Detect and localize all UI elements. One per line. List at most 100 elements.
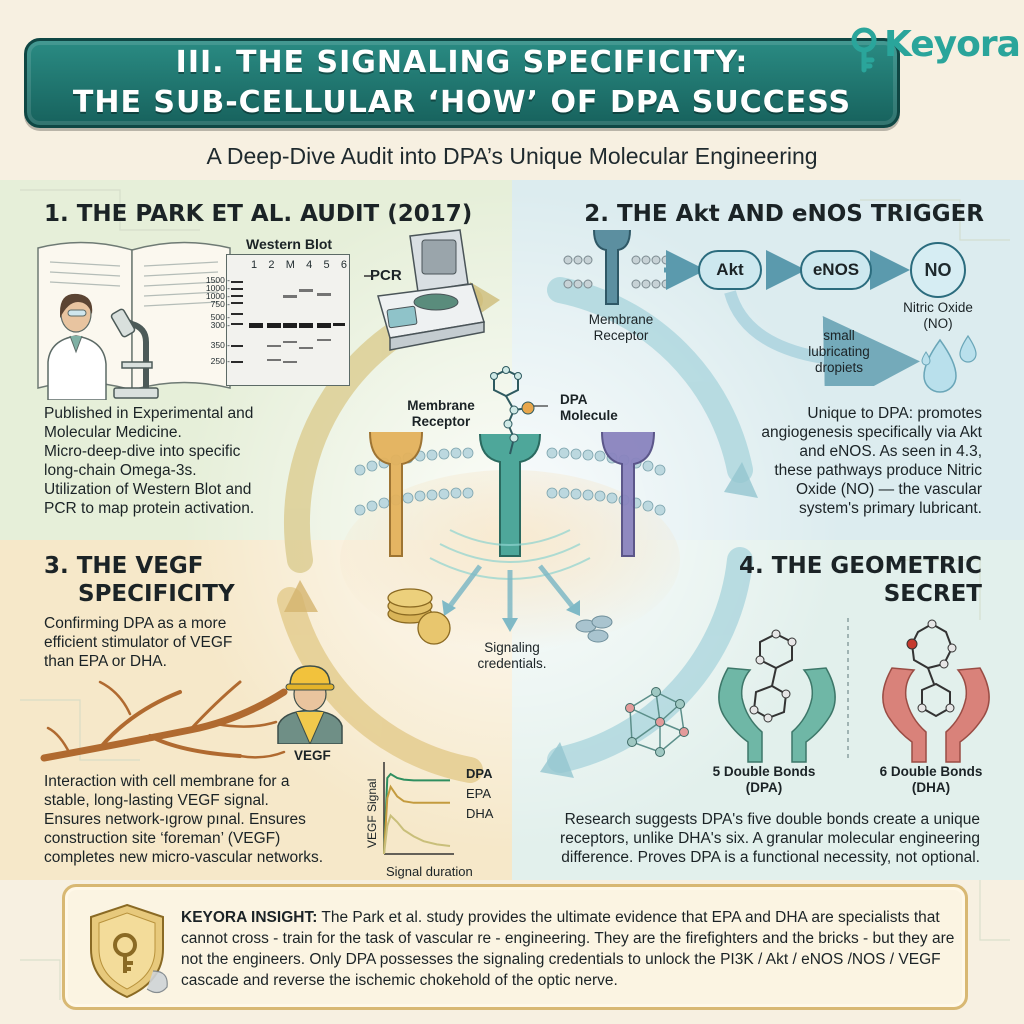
no-label-line: Nitric Oxide (903, 300, 973, 315)
section3-line: completes new micro-vascular networks. (44, 849, 324, 866)
section4-title: 4. THE GEOMETRIC SECRET (700, 552, 982, 608)
section1-line: long-chain Omega-3s. (44, 462, 197, 479)
pcr-label: PCR (370, 267, 402, 284)
ladder-label: 250 - (210, 356, 230, 366)
ladder-label: 1500 - (205, 275, 230, 285)
center-receptor-label: Membrane Receptor (386, 398, 496, 430)
section3-line: stable, long-lasting VEGF signal. (44, 792, 269, 809)
title-line-1: III. THE SIGNALING SPECIFICITY: (175, 45, 749, 80)
section4-line: receptors, unlike DHA's six. A granular … (560, 830, 980, 847)
enos-node: eNOS (800, 250, 872, 290)
brand-logo: Keyora (838, 18, 1021, 78)
section2-line: Unique to DPA: promotes (807, 405, 982, 422)
section2-line: Oxide (NO) — the vascular (795, 481, 982, 498)
ladder-label: 750 - (210, 299, 230, 309)
section1-line: Utilization of Western Blot and (44, 481, 252, 498)
insight-text: KEYORA INSIGHT: The Park et al. study pr… (181, 907, 961, 991)
receptor-label-line: Membrane (588, 312, 654, 327)
center-receptor-line: Receptor (411, 414, 471, 429)
section3-line: Interaction with cell membrane for a (44, 773, 290, 790)
section1-line: PCR to map protein activation. (44, 500, 255, 517)
section3-intro-line: efficient stimulator of VEGF (44, 634, 233, 651)
section4-body: Research suggests DPA's five double bond… (530, 810, 980, 867)
section4-line: difference. Proves DPA is a functional n… (561, 849, 980, 866)
dpa-bonds-line: 5 Double Bonds (712, 764, 816, 779)
section4-title-line: SECRET (883, 581, 982, 607)
insight-heading: KEYORA INSIGHT: (181, 909, 318, 926)
section1-title: 1. THE PARK ET AL. AUDIT (2017) (44, 201, 473, 227)
section3-title-line: SPECIFICITY (78, 581, 235, 607)
y-axis-label: VEGF Signal (365, 779, 379, 848)
section3-intro-line: Confirming DPA as a more (44, 615, 227, 632)
blood-vessel-network (40, 680, 288, 762)
no-label: Nitric Oxide (NO) (888, 300, 988, 332)
page-subtitle: A Deep-Dive Audit into DPA’s Unique Mole… (206, 143, 818, 169)
section2-line: these pathways produce Nitric (774, 462, 982, 479)
section1-line: Published in Experimental and (44, 405, 254, 422)
title-banner: III. THE SIGNALING SPECIFICITY: THE SUB-… (24, 38, 900, 128)
signal-arrows (664, 250, 920, 386)
legend-label-epa: EPA (466, 786, 491, 801)
keyora-insight-box: KEYORA INSIGHT: The Park et al. study pr… (62, 884, 968, 1010)
section2-line: and eNOS. As seen in 4.3, (799, 443, 982, 460)
section4-line: Research suggests DPA's five double bond… (564, 811, 980, 828)
molecular-geometry-illustration (625, 618, 990, 763)
shield-icon (90, 903, 168, 999)
signaling-credentials-label: Signaling credentials. (462, 640, 562, 672)
dpa-molecule-line: Molecule (560, 408, 618, 423)
series-line-dpa (383, 772, 450, 855)
droplets-line: dropiets (814, 360, 864, 375)
section2-title: 2. THE Akt AND eNOS TRIGGER (584, 201, 984, 227)
ladder-label: 300 - (210, 320, 230, 330)
dha-bonds-line: 6 Double Bonds (879, 764, 983, 779)
section1-body: Published in Experimental and Molecular … (44, 404, 284, 518)
series-line-dha (383, 813, 451, 855)
ladder-label: 500 - (210, 312, 230, 322)
no-node: NO (910, 242, 966, 298)
section2-line: system's primary lubricant. (799, 500, 982, 517)
lane-1-label: 1 (251, 259, 258, 271)
receptor-label-line: Receptor (593, 328, 649, 343)
lane-m-label: M (285, 259, 295, 271)
section3-title: 3. THE VEGF SPECIFICITY (44, 552, 235, 608)
droplets-line: small (823, 328, 855, 343)
title-line-2: THE SUB-CELLULAR ‘HOW’ OF DPA SUCCESS (72, 85, 852, 120)
dpa-bonds-label: 5 Double Bonds (DPA) (704, 764, 824, 796)
dpa-molecule-line: DPA (560, 392, 588, 407)
section3-line: construction site ‘foreman’ (VEGF) (44, 830, 281, 847)
x-axis-label: Signal duration (386, 864, 473, 879)
lane-5-label: 5 (323, 259, 330, 271)
section3-title-line: 3. THE VEGF (44, 553, 204, 579)
legend-label-dha: DHA (466, 806, 494, 821)
dpa-molecule-label: DPA Molecule (560, 392, 618, 424)
section2-line: angiogenesis specifically via Akt (761, 424, 982, 441)
section1-line: Micro-deep-dive into specific (44, 443, 241, 460)
dpa-molecule-icon (490, 366, 548, 455)
section1-line: Molecular Medicine. (44, 424, 182, 441)
ladder-label: 1000 - (205, 291, 230, 301)
gel-bands (231, 281, 345, 363)
no-label-line: (NO) (923, 316, 953, 331)
akt-node: Akt (698, 250, 762, 290)
section4-title-line: 4. THE GEOMETRIC (739, 553, 982, 579)
section3-intro-line: than EPA or DHA. (44, 653, 167, 670)
pcr-machine-icon (364, 229, 485, 351)
lane-4-label: 4 (306, 259, 313, 271)
section2-body: Unique to DPA: promotes angiogenesis spe… (700, 404, 982, 518)
center-receptor-line: Membrane (407, 398, 475, 413)
dpa-bonds-line: (DPA) (745, 780, 783, 795)
research-illustration (37, 241, 231, 400)
western-blot-label: Western Blot (246, 236, 333, 252)
droplet-icons (921, 334, 977, 393)
dha-bonds-line: (DHA) (911, 780, 951, 795)
section3-line: Ensures network-ıgrow pınal. Ensures (44, 811, 306, 828)
lane-2-label: 2 (268, 259, 275, 271)
dha-bonds-label: 6 Double Bonds (DHA) (868, 764, 994, 796)
section2-receptor-label: Membrane Receptor (566, 312, 676, 344)
droplets-label: small lubricating dropiets (784, 328, 894, 376)
foreman-label: VEGF (294, 748, 331, 763)
ladder-label: 350 - (210, 340, 230, 350)
section3-intro: Confirming DPA as a more efficient stimu… (44, 614, 294, 671)
credentials-line: Signaling (484, 640, 540, 655)
